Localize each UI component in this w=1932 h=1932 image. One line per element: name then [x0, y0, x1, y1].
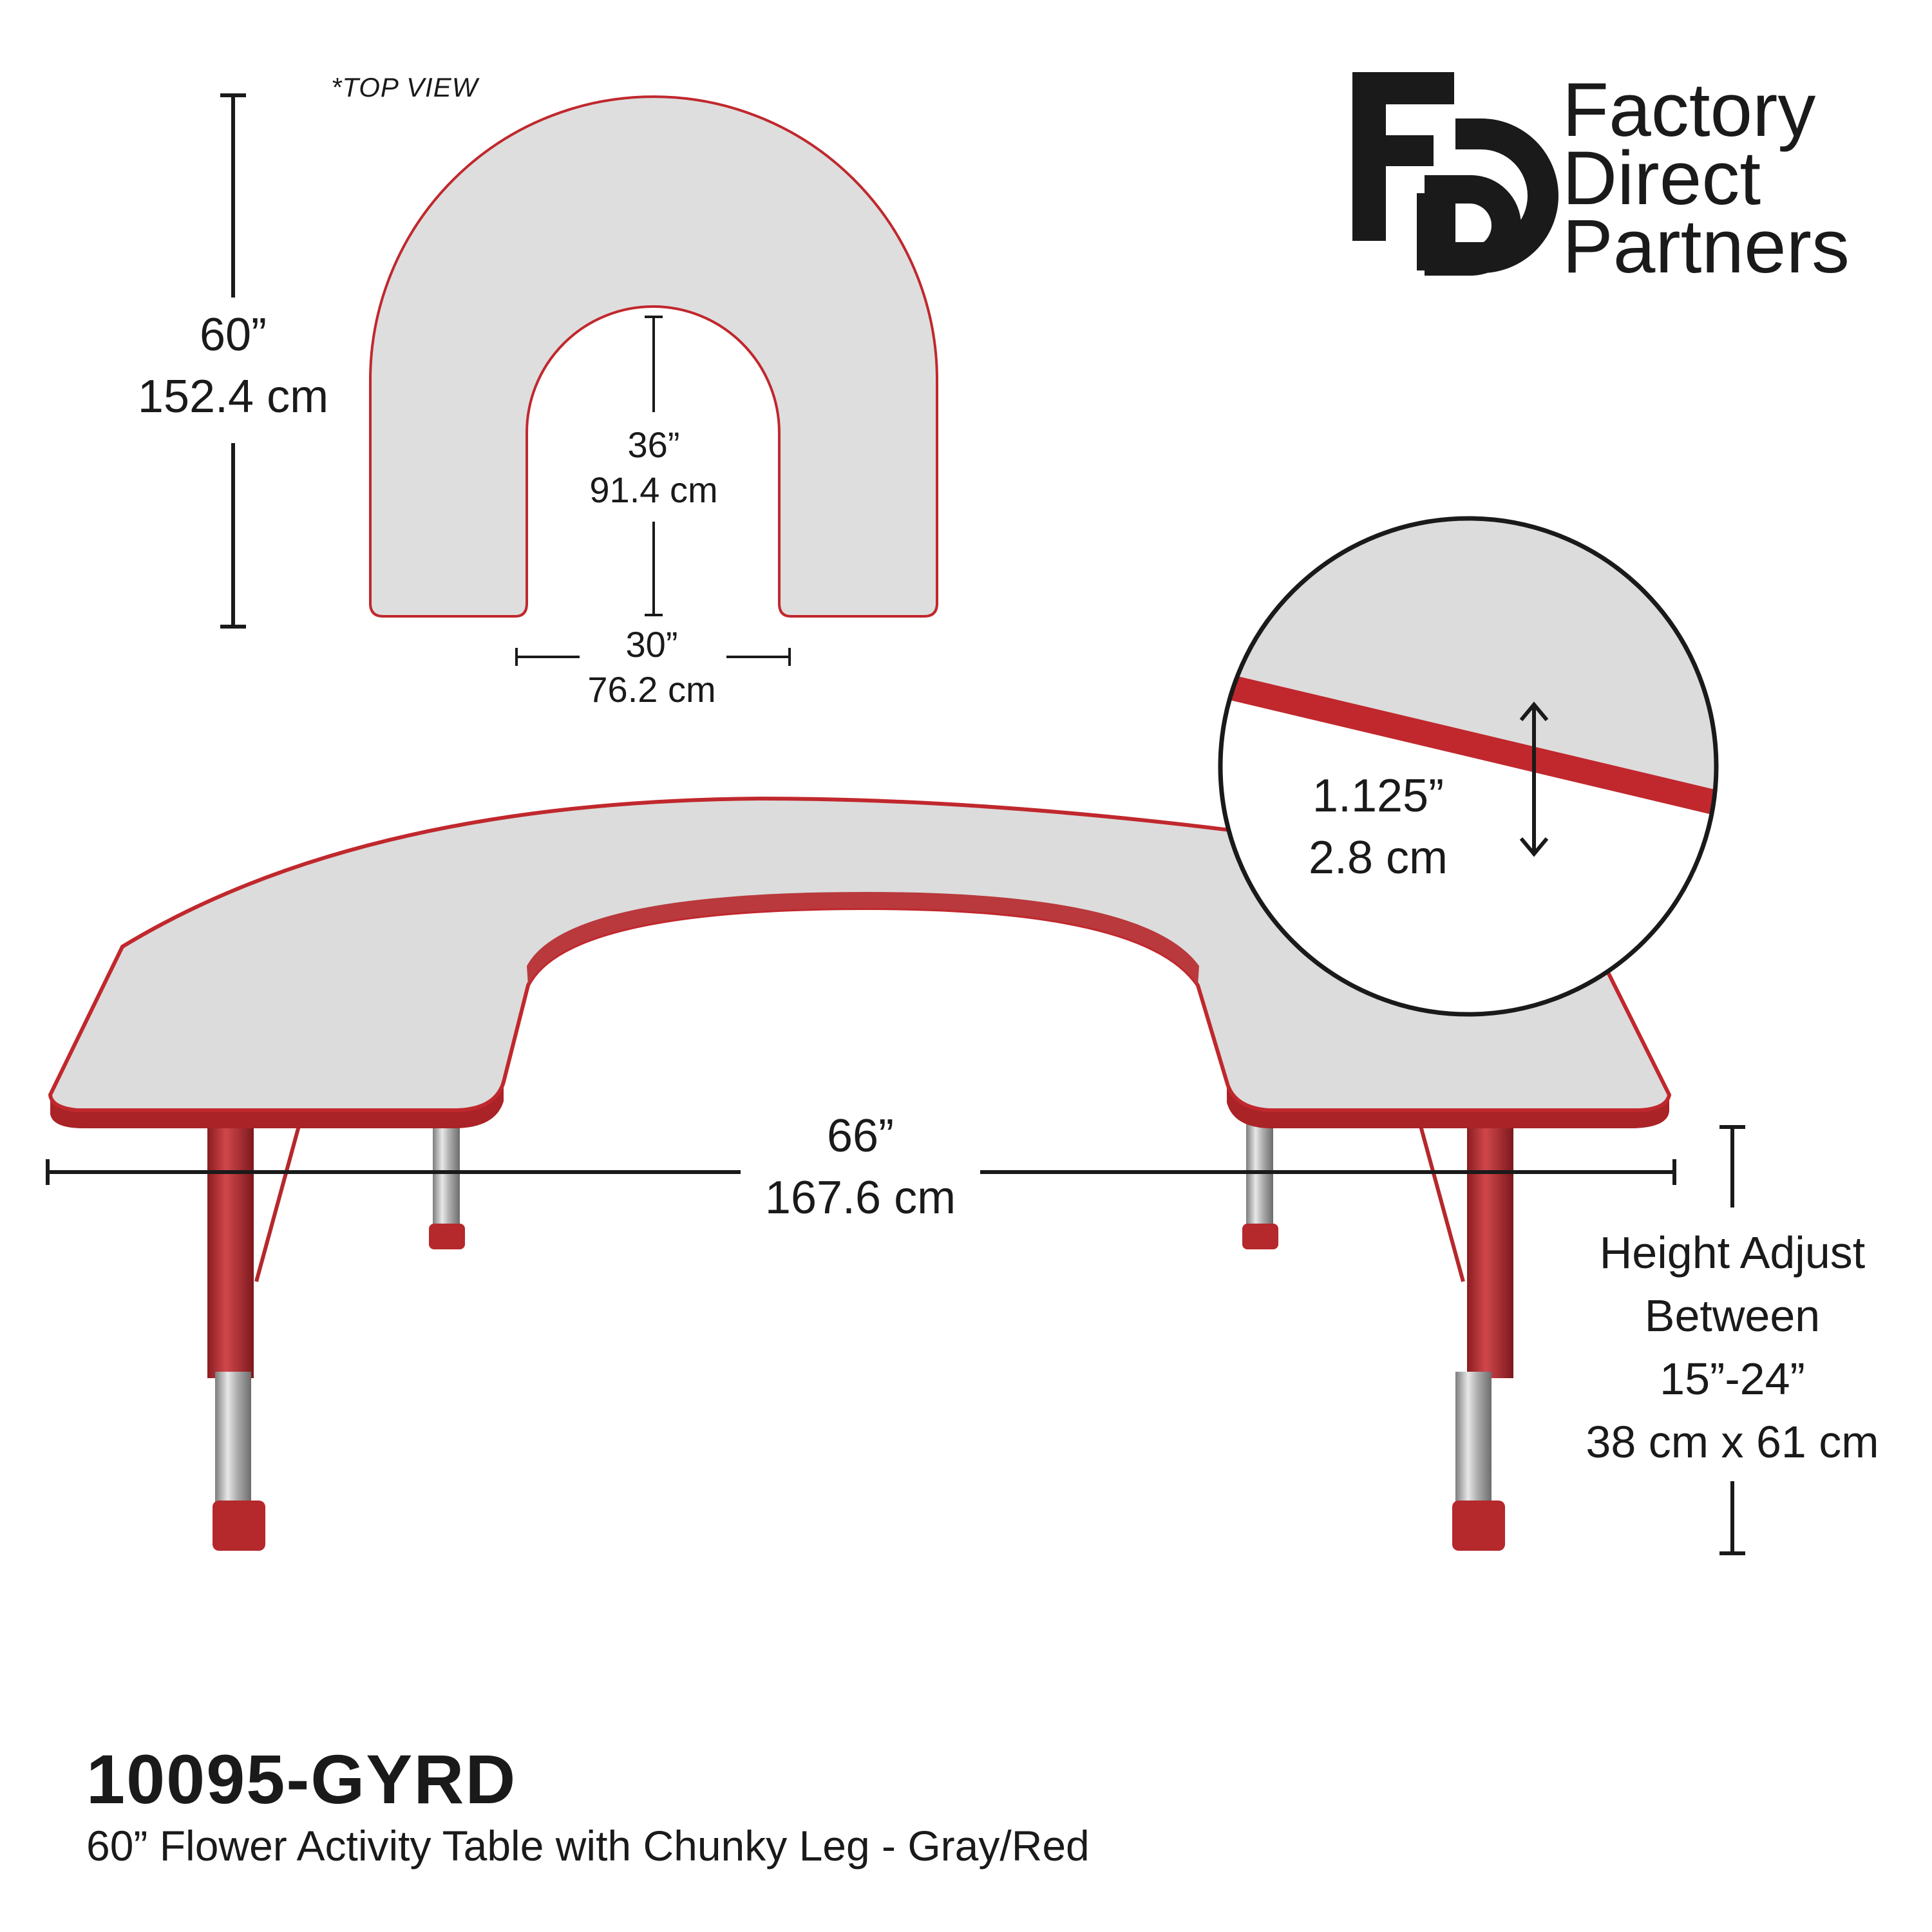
product-description: 60” Flower Activity Table with Chunky Le…	[86, 1822, 1090, 1870]
table-leg-front-right	[1452, 1121, 1513, 1551]
brand-line-3: Partners	[1562, 204, 1850, 289]
top-view-label: *TOP VIEW	[331, 72, 478, 102]
brand-logo-icon	[1352, 72, 1558, 276]
leg-brace-right	[1418, 1123, 1465, 1282]
inner-depth-inches: 36”	[627, 424, 680, 465]
height-dimension	[1719, 1125, 1745, 1555]
edge-thickness-cm: 2.8 cm	[1308, 832, 1448, 884]
height-adjust-line-4: 38 cm x 61 cm	[1586, 1417, 1879, 1467]
inner-depth-dimension	[645, 316, 663, 616]
top-view-shape	[369, 95, 938, 618]
height-adjust-label: Height Adjust Between 15”-24” 38 cm x 61…	[1586, 1221, 1879, 1473]
inner-width-dimension	[515, 648, 791, 666]
height-adjust-line-3: 15”-24”	[1660, 1354, 1805, 1404]
thickness-arrow-icon	[1519, 701, 1549, 857]
product-sku: 10095-GYRD	[86, 1740, 517, 1818]
height-adjust-line-1: Height Adjust	[1599, 1227, 1866, 1278]
overall-depth-inches: 60”	[199, 309, 267, 361]
table-leg-front-left	[207, 1121, 265, 1551]
overall-width-cm: 167.6 cm	[764, 1172, 956, 1224]
inner-width-inches: 30”	[625, 624, 678, 665]
brand-name: Factory Direct Partners	[1562, 68, 1850, 289]
brand-line-2: Direct	[1562, 136, 1761, 221]
height-adjust-line-2: Between	[1644, 1291, 1821, 1341]
edge-thickness-inches: 1.125”	[1312, 770, 1444, 822]
table-leg-back-right	[1242, 1124, 1278, 1249]
leg-brace-left	[254, 1123, 301, 1282]
overall-width-dimension	[46, 1159, 1676, 1185]
brand-line-1: Factory	[1562, 68, 1816, 153]
overall-depth-cm: 152.4 cm	[137, 371, 329, 422]
inner-width-cm: 76.2 cm	[587, 669, 716, 710]
edge-detail-circle	[1218, 516, 1719, 1017]
table-leg-back-left	[429, 1124, 465, 1249]
overall-width-inches: 66”	[826, 1110, 895, 1162]
inner-depth-cm: 91.4 cm	[589, 469, 718, 510]
overall-depth-dimension	[220, 93, 246, 629]
